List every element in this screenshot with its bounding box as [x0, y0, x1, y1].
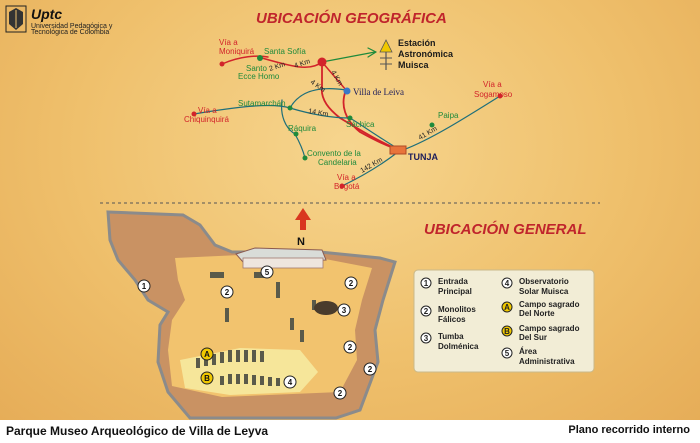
legend-num-b: B	[504, 327, 510, 336]
legend-num-4: 4	[505, 279, 510, 288]
legend-item-2b: Fálicos	[438, 315, 466, 324]
label-estacion-3: Muisca	[398, 60, 430, 70]
site-markers: 1 5 2 2 3 2 2 2 4 A B	[137, 265, 377, 400]
admin-building	[235, 247, 327, 269]
label-sutamarchan: Sutamarchán	[238, 99, 286, 108]
label-estacion-1: Estación	[398, 38, 436, 48]
legend: 1 Entrada Principal 2 Monolitos Fálicos …	[413, 269, 595, 373]
label-via-moniquira-2: Moniquirá	[219, 47, 255, 56]
map-canvas: Uptc Universidad Pedagógica y Tecnológic…	[5, 5, 600, 420]
label-via-bogota-1: Vía a	[337, 173, 356, 182]
site-marker-2c: 2	[348, 343, 353, 352]
logo-name: Uptc	[31, 6, 62, 22]
site-marker-2a: 2	[225, 288, 230, 297]
legend-item-1a: Entrada	[438, 277, 468, 286]
label-via-chiquinquira-1: Vía a	[198, 106, 217, 115]
legend-item-4b: Solar Muisca	[519, 287, 569, 296]
north-label: N	[297, 236, 305, 248]
legend-item-3b: Dolménica	[438, 342, 479, 351]
title-geographic: UBICACIÓN GEOGRÁFICA	[256, 9, 447, 27]
label-km-2: 2 Km	[268, 61, 286, 73]
site-marker-3: 3	[342, 306, 347, 315]
legend-item-bb: Del Sur	[519, 333, 547, 342]
legend-item-aa: Campo sagrado	[519, 300, 580, 309]
town-markers	[191, 55, 503, 189]
legend-item-5b: Administrativa	[519, 357, 575, 366]
legend-num-1: 1	[424, 279, 429, 288]
north-arrow-icon	[295, 208, 311, 230]
label-km-4b: 4 Km	[309, 79, 327, 94]
legend-num-5: 5	[505, 349, 510, 358]
site-marker-5: 5	[265, 268, 270, 277]
site-marker-1: 1	[142, 282, 147, 291]
legend-item-5a: Área	[519, 347, 537, 356]
observatory-icon	[379, 39, 393, 70]
label-santa-sofia: Santa Sofía	[264, 47, 306, 56]
label-via-moniquira-1: Vía a	[219, 38, 238, 47]
legend-item-4a: Observatorio	[519, 277, 569, 286]
label-km-14: 14 Km	[308, 108, 329, 118]
label-convento-2: Candelaria	[318, 158, 357, 167]
label-raquira: Ráquira	[288, 124, 317, 133]
logo-subtitle-2: Tecnológica de Colombia	[31, 29, 109, 36]
legend-item-ab: Del Norte	[519, 309, 555, 318]
park-site	[106, 210, 397, 420]
label-via-bogota-2: Bogotá	[334, 182, 360, 191]
legend-item-1b: Principal	[438, 287, 472, 296]
uptc-logo: Uptc Universidad Pedagógica y Tecnológic…	[5, 5, 113, 36]
footer-title: Parque Museo Arqueológico de Villa de Le…	[6, 424, 269, 438]
site-marker-2b: 2	[349, 279, 354, 288]
site-marker-4: 4	[288, 378, 293, 387]
site-marker-a: A	[204, 350, 210, 359]
label-via-sogamoso-2: Sogamoso	[474, 90, 513, 99]
legend-num-3: 3	[424, 334, 429, 343]
site-marker-2e: 2	[338, 389, 343, 398]
label-km-4c: 4 Km	[329, 70, 343, 88]
label-tunja: TUNJA	[408, 152, 439, 162]
legend-num-a: A	[504, 303, 510, 312]
label-villa-de-leiva: Villa de Leiva	[353, 87, 404, 97]
label-santo: Santo	[246, 64, 267, 73]
legend-item-3a: Tumba	[438, 332, 464, 341]
label-sachica: Sáchica	[346, 120, 375, 129]
legend-item-2a: Monolitos	[438, 305, 476, 314]
site-marker-2d: 2	[368, 365, 373, 374]
footer: Parque Museo Arqueológico de Villa de Le…	[0, 420, 700, 443]
label-ecce-homo: Ecce Homo	[238, 72, 280, 81]
crest-icon	[5, 5, 27, 33]
label-km-142: 142 Km	[360, 157, 385, 175]
label-estacion-2: Astronómica	[398, 49, 454, 59]
logo-subtitle-1: Universidad Pedagógica y	[31, 23, 113, 30]
label-via-chiquinquira-2: Chiquinquirá	[184, 115, 229, 124]
legend-item-ba: Campo sagrado	[519, 324, 580, 333]
legend-num-2: 2	[424, 307, 429, 316]
footer-subtitle: Plano recorrido interno	[568, 424, 690, 436]
label-km-4a: 4 Km	[293, 58, 311, 70]
title-general: UBICACIÓN GENERAL	[424, 220, 587, 238]
site-marker-b: B	[204, 374, 210, 383]
map-poster: Uptc Universidad Pedagógica y Tecnológic…	[0, 0, 700, 420]
label-via-sogamoso-1: Vía a	[483, 80, 502, 89]
label-convento-1: Convento de la	[307, 149, 361, 158]
label-paipa: Paipa	[438, 111, 459, 120]
